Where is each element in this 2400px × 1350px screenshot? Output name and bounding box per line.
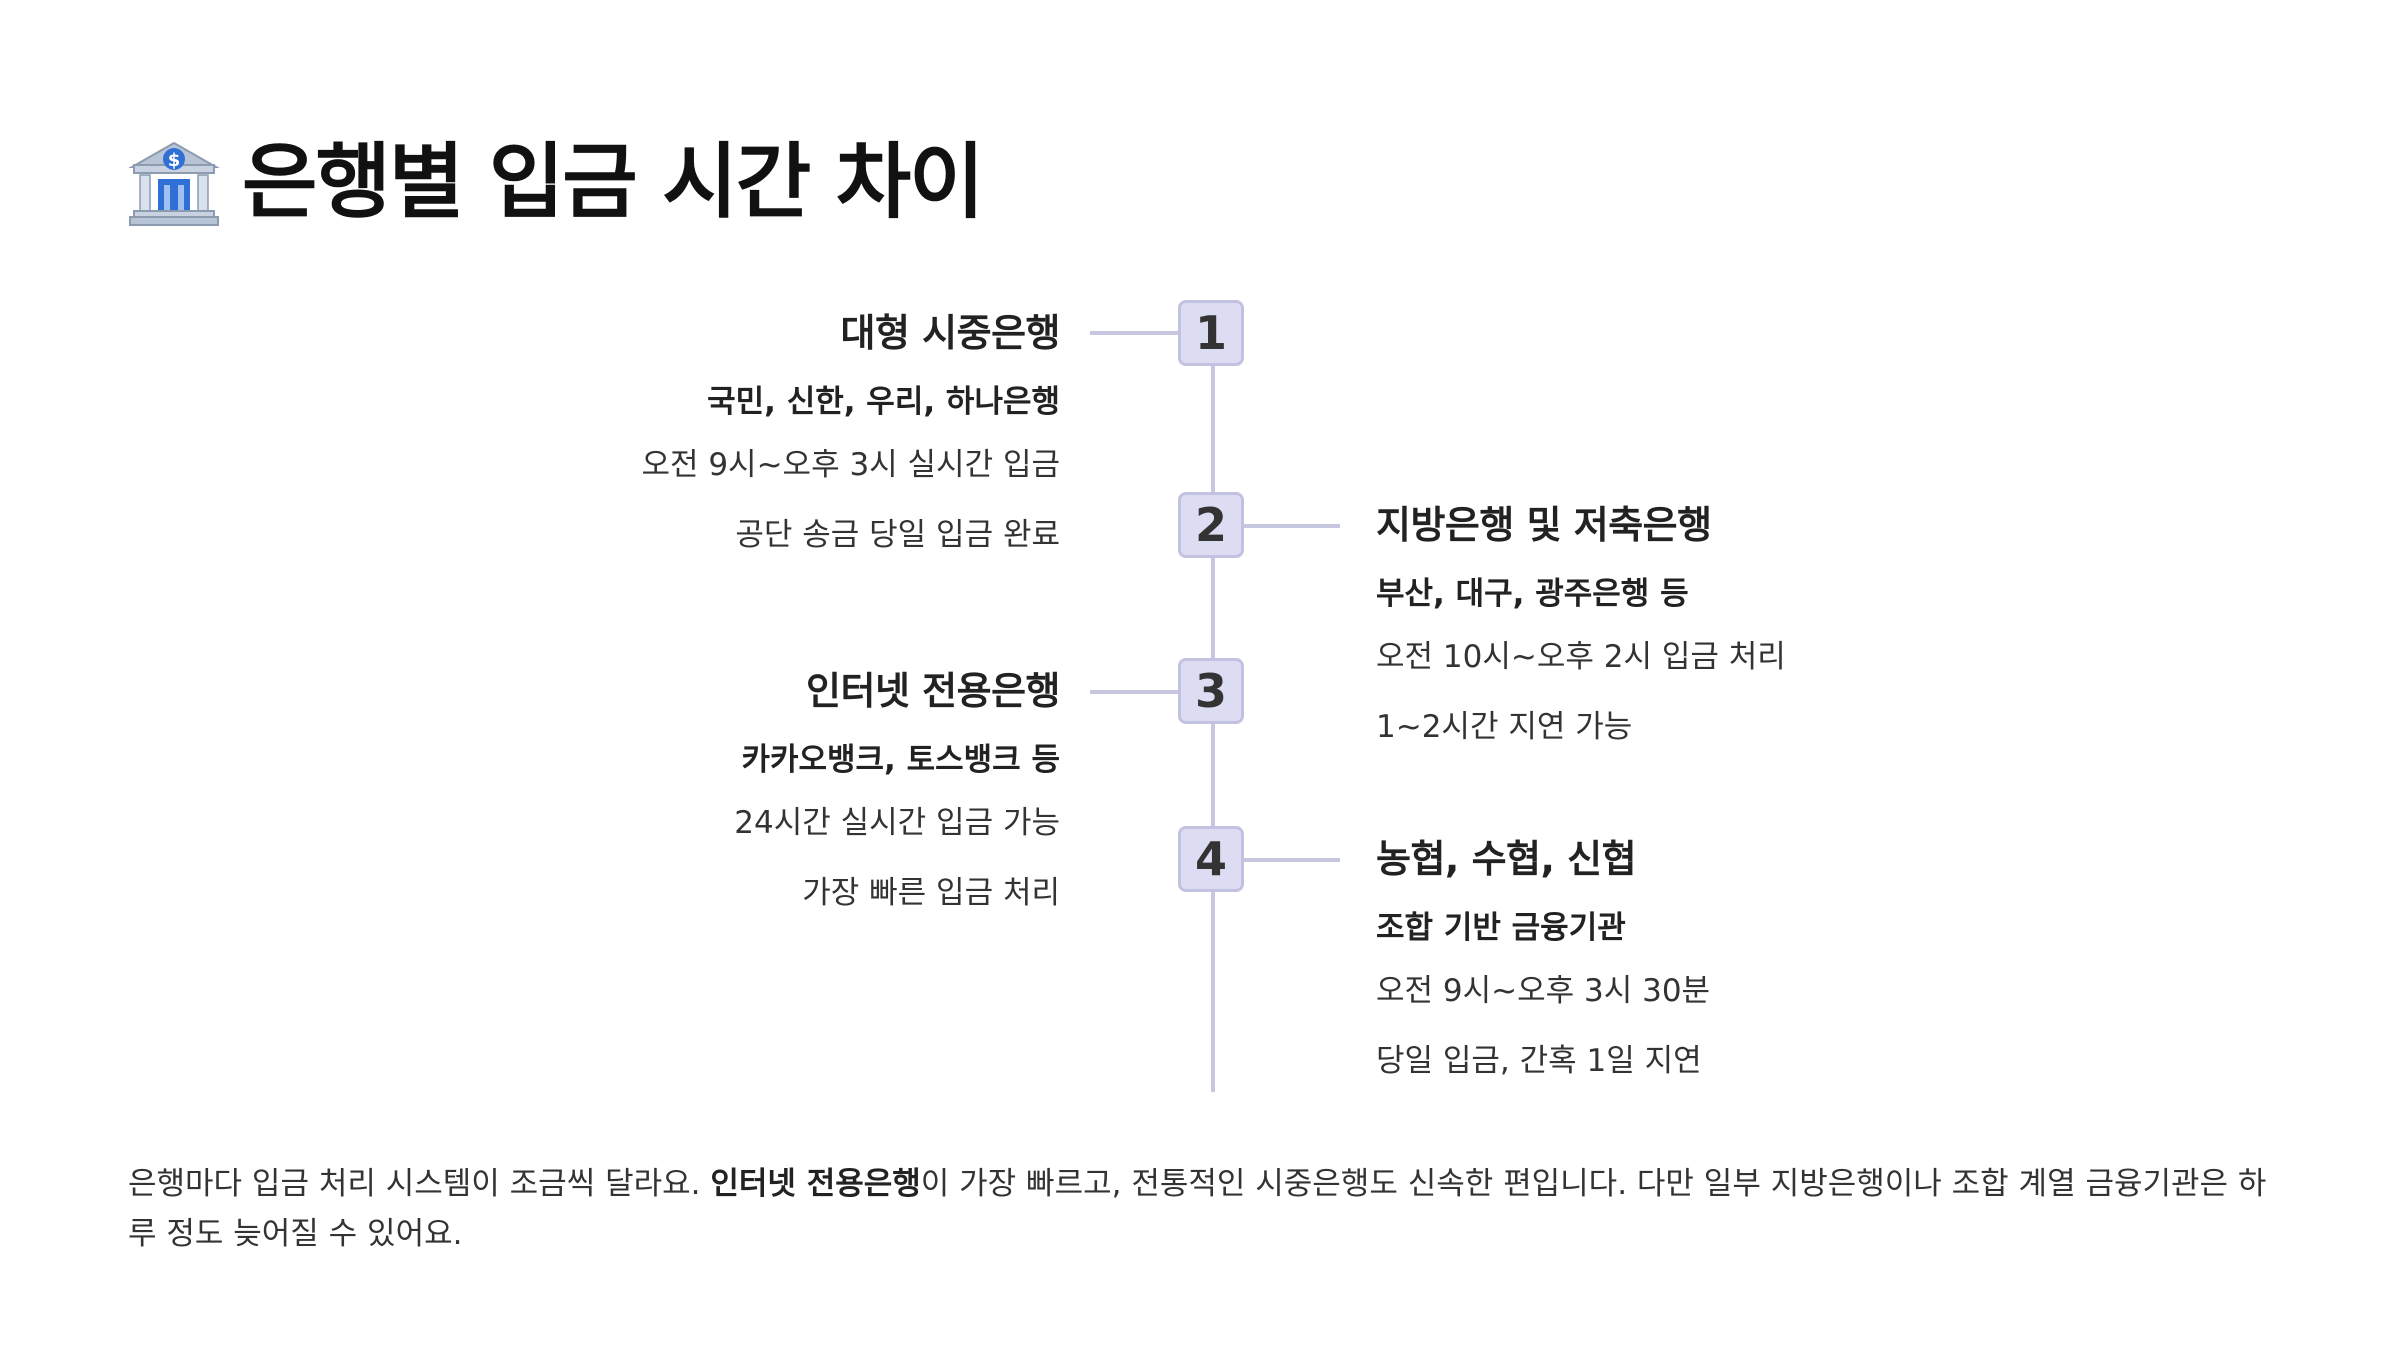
svg-text:$: $ bbox=[168, 150, 181, 171]
entry-title: 지방은행 및 저축은행 bbox=[1376, 503, 1712, 547]
step-badge-3: 3 bbox=[1178, 658, 1244, 724]
step-badge-1: 1 bbox=[1178, 300, 1244, 366]
bank-icon: $ bbox=[128, 141, 220, 226]
connector-3 bbox=[1090, 690, 1182, 694]
title-row: $ 은행별 입금 시간 차이 bbox=[128, 128, 985, 238]
step-badge-2: 2 bbox=[1178, 492, 1244, 558]
entry-subtitle: 부산, 대구, 광주은행 등 bbox=[1376, 576, 1689, 612]
entry-subtitle: 국민, 신한, 우리, 하나은행 bbox=[707, 384, 1060, 420]
entry-subtitle: 카카오뱅크, 토스뱅크 등 bbox=[741, 742, 1060, 778]
page-title: 은행별 입금 시간 차이 bbox=[242, 135, 985, 230]
connector-1 bbox=[1090, 331, 1182, 335]
summary-highlight: 인터넷 전용은행 bbox=[710, 1166, 921, 1202]
entry-title: 농협, 수협, 신협 bbox=[1376, 837, 1637, 881]
entry-detail: 1~2시간 지연 가능 bbox=[1376, 709, 1633, 745]
timeline-entry-4: 농협, 수협, 신협 조합 기반 금융기관 오전 9시~오후 3시 30분 당일… bbox=[1376, 832, 1996, 1096]
timeline-entry-1: 대형 시중은행 국민, 신한, 우리, 하나은행 오전 9시~오후 3시 실시간… bbox=[440, 306, 1060, 570]
entry-subtitle: 조합 기반 금융기관 bbox=[1376, 910, 1626, 946]
entry-detail: 오전 9시~오후 3시 30분 bbox=[1376, 973, 1711, 1009]
summary-paragraph: 은행마다 입금 처리 시스템이 조금씩 달라요. 인터넷 전용은행이 가장 빠르… bbox=[128, 1159, 2288, 1259]
summary-text: 이 가장 빠르고, 전통적인 시중은행도 신속한 편입니다. 다만 일부 지방은… bbox=[128, 1166, 2267, 1252]
step-badge-4: 4 bbox=[1178, 826, 1244, 892]
entry-detail: 당일 입금, 간혹 1일 지연 bbox=[1376, 1043, 1702, 1079]
timeline-entry-3: 인터넷 전용은행 카카오뱅크, 토스뱅크 등 24시간 실시간 입금 가능 가장… bbox=[440, 664, 1060, 928]
timeline-entry-2: 지방은행 및 저축은행 부산, 대구, 광주은행 등 오전 10시~오후 2시 … bbox=[1376, 498, 1996, 762]
entry-detail: 오전 9시~오후 3시 실시간 입금 bbox=[641, 447, 1060, 483]
summary-text: 은행마다 입금 처리 시스템이 조금씩 달라요. bbox=[128, 1166, 711, 1202]
entry-detail: 공단 송금 당일 입금 완료 bbox=[735, 517, 1060, 553]
entry-detail: 24시간 실시간 입금 가능 bbox=[734, 805, 1060, 841]
entry-detail: 오전 10시~오후 2시 입금 처리 bbox=[1376, 639, 1786, 675]
entry-title: 인터넷 전용은행 bbox=[806, 669, 1060, 713]
connector-2 bbox=[1244, 524, 1340, 528]
entry-title: 대형 시중은행 bbox=[840, 311, 1061, 355]
entry-detail: 가장 빠른 입금 처리 bbox=[802, 875, 1060, 911]
connector-4 bbox=[1244, 858, 1340, 862]
